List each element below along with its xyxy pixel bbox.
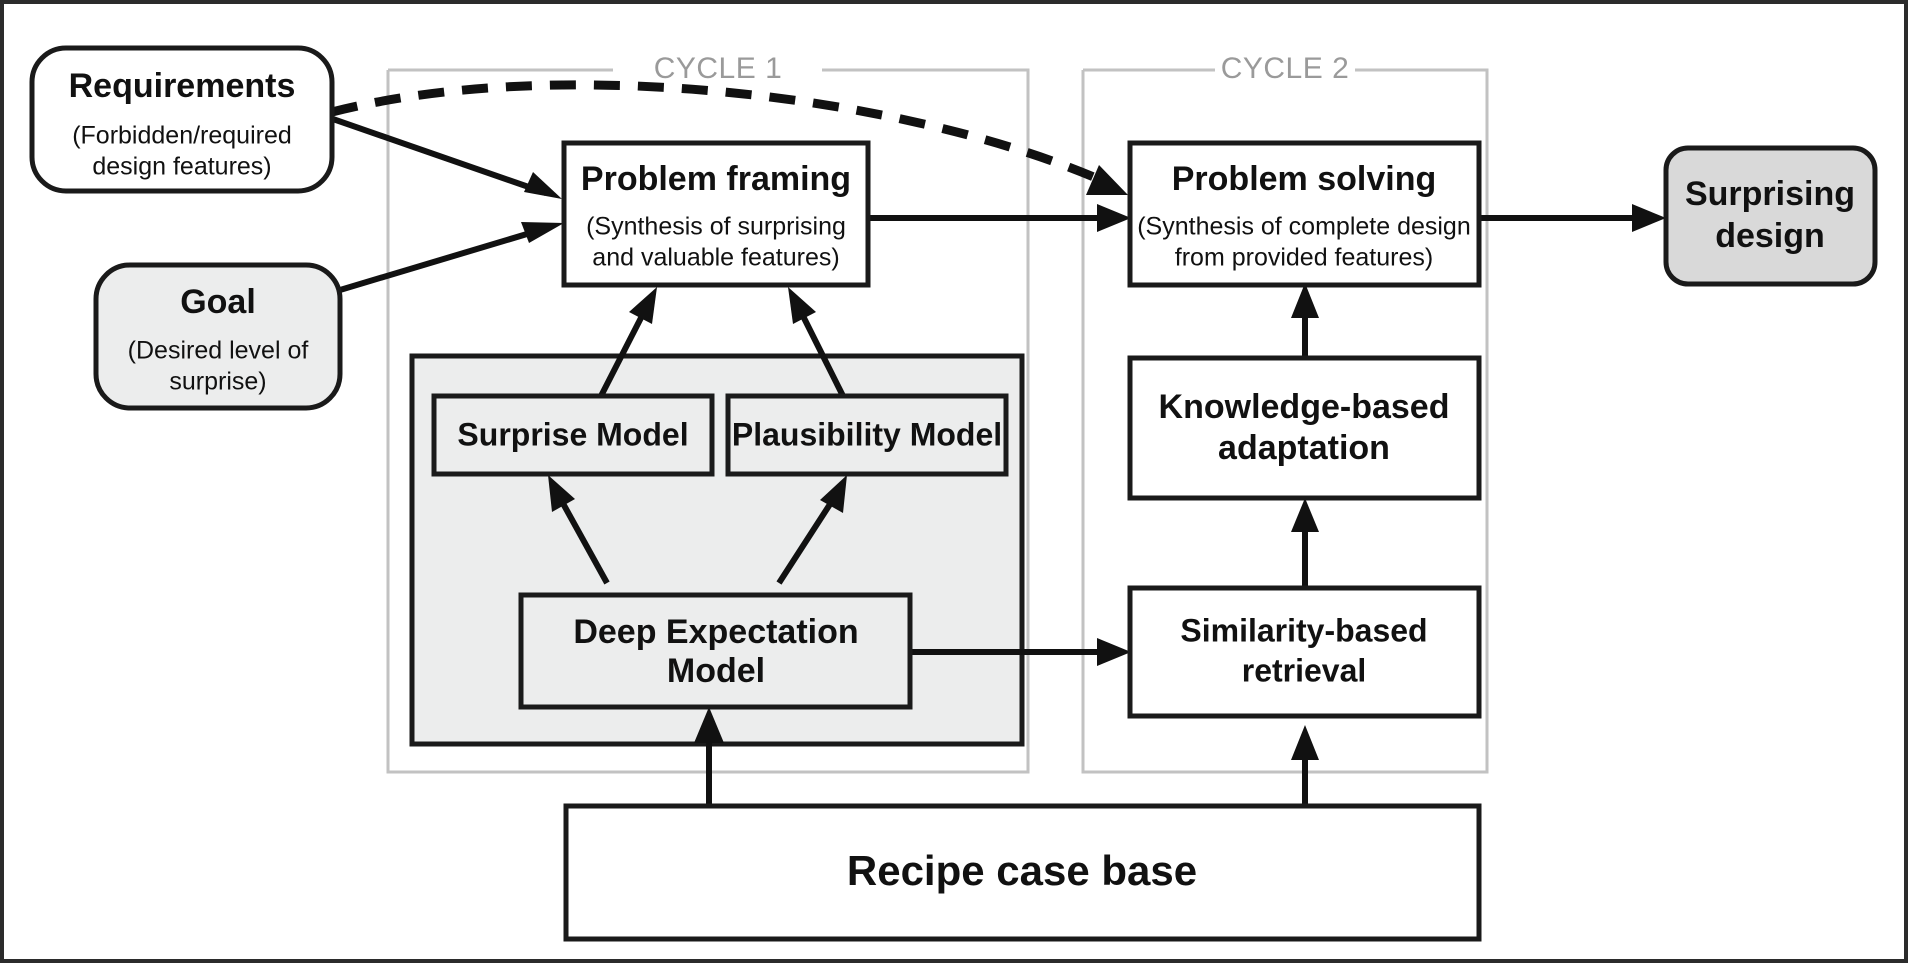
cycle-1-label: CYCLE 1 (654, 52, 783, 85)
node-deep-expectation-model[interactable]: Deep Expectation Model (518, 592, 913, 710)
edge-deep-expectation-model-to-surprise-model (548, 475, 610, 585)
similarity-based-retrieval-title-line-2: retrieval (1242, 652, 1367, 688)
edge-surprise-model-to-problem-framing (598, 287, 657, 398)
requirements-box[interactable] (29, 45, 335, 194)
similarity-based-retrieval-box[interactable] (1127, 585, 1482, 719)
edge-problem-solving-to-surprising-design (1479, 204, 1666, 232)
requirements-title: Requirements (69, 67, 296, 105)
cycle-2-frame: CYCLE 2 (1081, 52, 1489, 774)
cycle-2-label: CYCLE 2 (1221, 52, 1350, 85)
edge-similarity-based-retrieval-to-knowledge-based-adaptation (1291, 498, 1319, 588)
problem-solving-box[interactable] (1127, 140, 1482, 288)
surprising-design-box[interactable] (1663, 145, 1878, 287)
edge-goal-to-problem-framing (339, 222, 564, 293)
requirements-subtitle-line-2: design features) (92, 153, 271, 181)
node-goal[interactable]: Goal (Desired level of surprise) (93, 262, 343, 411)
node-similarity-based-retrieval[interactable]: Similarity-based retrieval (1127, 585, 1482, 719)
edge-deep-expectation-model-to-similarity-based-retrieval (910, 638, 1131, 666)
plausibility-model-title: Plausibility Model (732, 416, 1002, 452)
plausibility-model-box[interactable] (725, 393, 1009, 477)
recipe-case-base-title: Recipe case base (847, 847, 1197, 894)
goal-box[interactable] (93, 262, 343, 411)
node-recipe-case-base[interactable]: Recipe case base (563, 803, 1482, 942)
node-surprise-model[interactable]: Surprise Model (431, 393, 715, 477)
deep-expectation-model-box[interactable] (518, 592, 913, 710)
node-problem-solving[interactable]: Problem solving (Synthesis of complete d… (1127, 140, 1482, 288)
deep-expectation-model-title-line-2: Model (667, 652, 765, 690)
similarity-based-retrieval-title-line-1: Similarity-based (1180, 612, 1427, 648)
edge-plausibility-model-to-problem-framing (788, 287, 846, 398)
requirements-subtitle-line-1: (Forbidden/required (72, 122, 292, 150)
problem-solving-subtitle-line-1: (Synthesis of complete design (1137, 213, 1471, 241)
node-surprising-design[interactable]: Surprising design (1663, 145, 1878, 287)
edge-recipe-case-base-to-similarity-based-retrieval (1291, 725, 1319, 806)
edge-requirements-to-problem-solving (330, 80, 1128, 195)
surprise-model-title: Surprise Model (457, 416, 688, 452)
problem-framing-subtitle-line-2: and valuable features) (592, 244, 839, 272)
problem-framing-box[interactable] (561, 140, 871, 288)
edge-recipe-case-base-to-deep-expectation-model (694, 707, 724, 806)
surprise-model-box[interactable] (431, 393, 715, 477)
knowledge-based-adaptation-title-line-2: adaptation (1218, 429, 1390, 467)
node-knowledge-based-adaptation[interactable]: Knowledge-based adaptation (1127, 355, 1482, 501)
node-requirements[interactable]: Requirements (Forbidden/required design … (29, 45, 335, 194)
edge-deep-expectation-model-to-plausibility-model (776, 475, 847, 585)
goal-subtitle-line-1: (Desired level of (128, 337, 309, 365)
cycle-1-frame: CYCLE 1 (386, 52, 1030, 774)
surprising-design-title-line-1: Surprising (1685, 175, 1855, 213)
edge-knowledge-based-adaptation-to-problem-solving (1291, 283, 1319, 358)
node-problem-framing[interactable]: Problem framing (Synthesis of surprising… (561, 140, 871, 288)
problem-solving-subtitle-line-2: from provided features) (1175, 244, 1433, 272)
problem-framing-subtitle-line-1: (Synthesis of surprising (586, 213, 846, 241)
goal-title: Goal (180, 283, 256, 321)
knowledge-based-adaptation-box[interactable] (1127, 355, 1482, 501)
edge-requirements-to-problem-framing (329, 115, 562, 199)
node-plausibility-model[interactable]: Plausibility Model (725, 393, 1009, 477)
surprising-design-title-line-2: design (1715, 217, 1825, 255)
recipe-case-base-box[interactable] (563, 803, 1482, 942)
problem-solving-title: Problem solving (1172, 160, 1437, 198)
knowledge-based-adaptation-title-line-1: Knowledge-based (1159, 388, 1450, 426)
goal-subtitle-line-2: surprise) (169, 368, 266, 396)
edge-problem-framing-to-problem-solving (868, 204, 1131, 232)
problem-framing-title: Problem framing (581, 160, 851, 198)
deep-expectation-model-title-line-1: Deep Expectation (573, 613, 858, 651)
